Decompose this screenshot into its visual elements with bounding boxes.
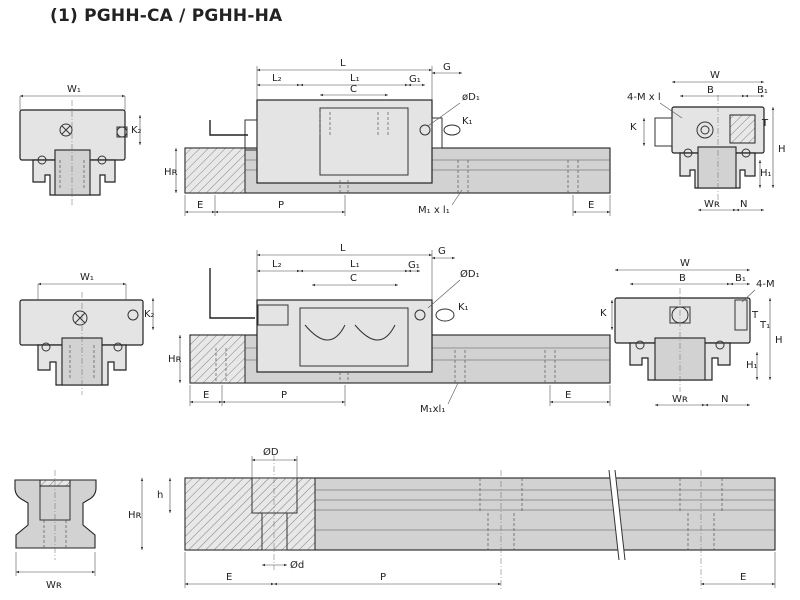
dim-hr-v2: Hʀ [168,354,182,365]
dim-h-v2: H [775,335,783,346]
dim-4m-v2: 4-M [756,279,775,290]
dim-g: G [443,62,451,73]
dim-w-v2: W [680,258,690,269]
dim-n: N [740,199,747,210]
dim-p-v2: P [281,390,287,401]
dim-e-right: E [588,200,594,211]
dim-t: T [761,118,769,129]
dim-b: B [707,85,714,96]
dim-g-v2: G [438,246,446,257]
rail-section: Wʀ [14,470,97,591]
dim-wr-rail: Wʀ [46,580,62,591]
dim-wr: Wʀ [704,199,720,210]
end-view-2: W B B₁ 4-M K T T₁ H H₁ Wʀ N [600,258,783,407]
dim-e-left-v2: E [203,390,209,401]
dim-e-right-rail: E [740,572,746,583]
dim-h1-v2: H₁ [746,360,758,371]
dim-b-v2: B [679,273,686,284]
dim-k1: K₁ [462,116,473,127]
dim-k: K [630,122,637,133]
dim-h: H [778,144,786,155]
dim-t1-v2: T₁ [759,320,770,331]
side-view-2: L L₂ L₁ C G₁ G ØD₁ K₁ Hʀ E P E M₁xl₁ [168,243,611,415]
dim-g1: G₁ [409,74,421,85]
dim-c: C [350,84,357,95]
dim-d-small-rail: Ød [290,559,304,571]
dim-l2: L₂ [272,73,282,84]
dim-hr: Hʀ [164,167,178,178]
dim-h1: H₁ [760,168,772,179]
dim-l: L [340,58,346,69]
dim-k1-v2: K₁ [458,302,469,313]
dim-l1-v2: L₁ [350,259,360,270]
dim-hr-rail: Hʀ [128,510,142,521]
dim-n-v2: N [721,394,728,405]
side-view-1: L L₂ L₁ C G₁ G øD₁ K₁ Hʀ E P E M₁ x l₁ [164,58,611,216]
dim-d1: øD₁ [462,92,480,103]
dim-w1: W₁ [67,84,81,95]
dim-b1-v2: B₁ [735,273,746,284]
dim-m1xl1-v2: M₁xl₁ [420,404,445,415]
dim-e-left-rail: E [226,572,232,583]
dim-k2-v2: K₂ [144,309,155,320]
dim-p-rail: P [380,572,386,583]
dim-m1xl1: M₁ x l₁ [418,205,450,216]
dim-k-v2: K [600,308,607,319]
dim-l-v2: L [340,243,346,254]
dim-4mxl: 4-M x l [627,92,661,103]
dim-l2-v2: L₂ [272,259,282,270]
dim-e-right-v2: E [565,390,571,401]
dim-wr-v2: Wʀ [672,394,688,405]
dim-t-v2: T [751,310,759,321]
dim-p: P [278,200,284,211]
dim-w1-v2: W₁ [80,272,94,283]
dim-l1: L₁ [350,73,360,84]
end-view-1: W B B₁ 4-M x l K T H H₁ Wʀ N [627,70,786,212]
rail-longitudinal: ØD h Hʀ Ød E P E [128,446,776,590]
page-title: (1) PGHH-CA / PGHH-HA [50,6,283,26]
dim-w: W [710,70,720,81]
dim-d-rail: ØD [263,446,279,458]
front-view-1: W₁ K₂ [19,84,142,205]
dim-d1-v2: ØD₁ [460,268,480,280]
front-view-2: W₁ K₂ [19,272,155,395]
dim-e-left: E [197,200,203,211]
dim-g1-v2: G₁ [408,260,420,271]
dim-b1: B₁ [757,85,768,96]
dim-h-rail: h [157,490,163,501]
dim-k2: K₂ [131,125,142,136]
dim-c-v2: C [350,273,357,284]
